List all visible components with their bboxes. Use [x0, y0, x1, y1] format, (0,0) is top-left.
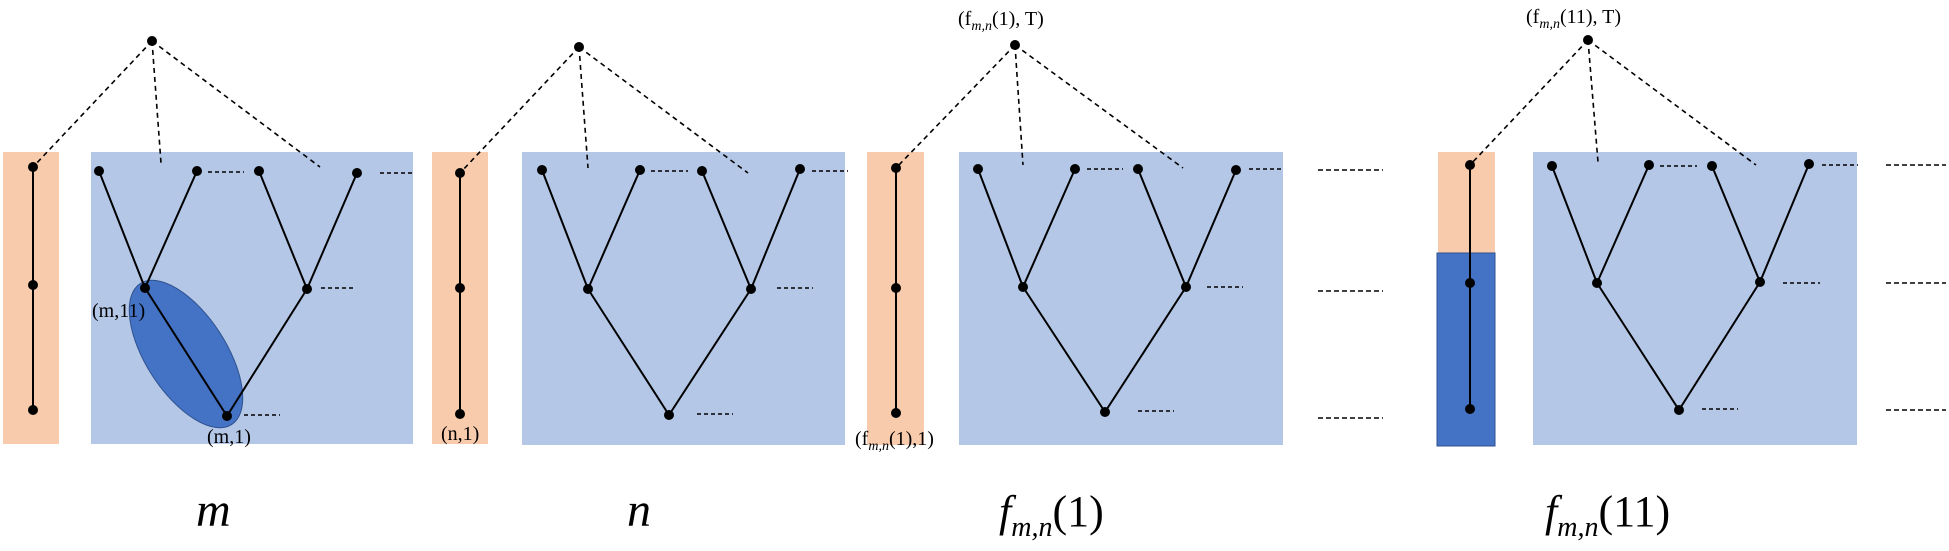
label-f1-strip: (fm,n(1),1)	[855, 428, 934, 454]
nodes-f1	[891, 40, 1241, 418]
root-edges-f1	[895, 44, 1184, 169]
dash-ellipses-m	[208, 171, 414, 416]
group-n: (n,1) n	[432, 42, 848, 537]
nodes-n	[455, 42, 805, 420]
group-m: (m,11) (m,1) m	[3, 36, 414, 537]
group-f11: (fm,n(11), T) fm,n(11)	[1436, 6, 1858, 543]
label-f11-top: (fm,n(11), T)	[1526, 6, 1621, 32]
root-edges-f11	[1469, 39, 1757, 166]
dash-ellipses-f1	[1087, 168, 1284, 412]
caption-f1: fm,n(1)	[999, 487, 1104, 543]
blue-panel-n	[522, 152, 845, 445]
dash-ellipses-n	[651, 170, 848, 415]
label-m11: (m,11)	[92, 300, 145, 322]
caption-n: n	[627, 484, 651, 537]
orange-strip-m	[3, 152, 59, 444]
root-edges-n	[459, 46, 749, 174]
nodes-f11	[1465, 35, 1814, 415]
label-m1: (m,1)	[207, 426, 251, 448]
tree-edges-n	[541, 168, 801, 416]
label-n1: (n,1)	[441, 423, 479, 445]
tree-edges-m	[98, 170, 358, 417]
blue-panel-f1	[959, 152, 1283, 445]
continuation-dashes	[1318, 164, 1946, 419]
tree-edges-f11	[1551, 163, 1810, 411]
blue-panel-f11	[1533, 152, 1857, 445]
root-edges-m	[32, 40, 321, 168]
dash-ellipses-f11	[1660, 164, 1858, 410]
highlight-ellipse-m	[128, 279, 244, 429]
nodes-m	[28, 36, 362, 421]
group-f1: (fm,n(1),1) (fm,n(1), T) fm,n(1)	[855, 8, 1284, 543]
tree-edges-f1	[977, 168, 1237, 413]
caption-m: m	[196, 484, 231, 537]
caption-f11: fm,n(11)	[1545, 487, 1670, 543]
label-f1-top: (fm,n(1), T)	[958, 8, 1044, 34]
